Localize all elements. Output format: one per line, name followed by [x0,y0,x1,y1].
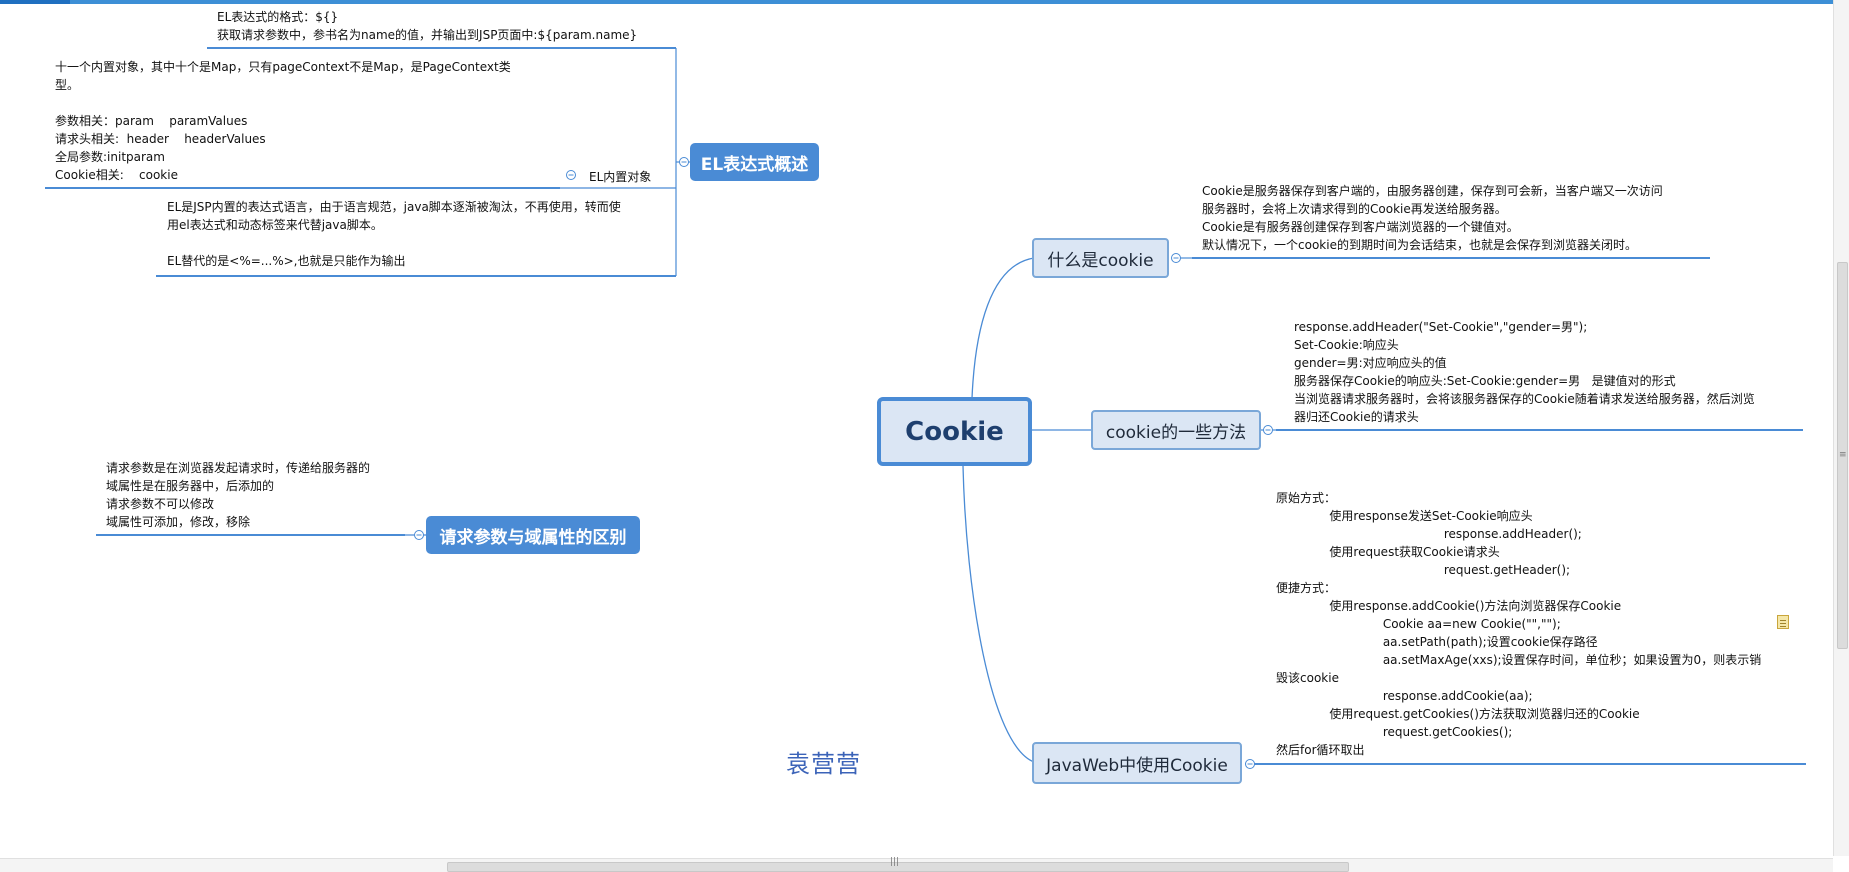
topic-javaweb-cookie[interactable]: JavaWeb中使用Cookie [1032,742,1242,784]
horizontal-scrollbar[interactable]: ||| [0,857,1833,872]
vertical-scrollbar[interactable]: ≡ [1833,0,1849,856]
el-format-note: EL表达式的格式：${} 获取请求参数中，参书名为name的值，并输出到JSP页… [217,10,638,42]
central-topic-cookie[interactable]: Cookie [877,397,1032,466]
topic-what-is-cookie-label: 什么是cookie [1047,250,1154,271]
topic-request-vs-scope[interactable]: 请求参数与域属性的区别 [426,516,640,554]
horizontal-grip-icon: ||| [890,857,900,867]
note-icon[interactable] [1777,615,1789,629]
topic-javaweb-cookie-label: JavaWeb中使用Cookie [1046,755,1228,776]
active-tab-indicator[interactable] [0,0,70,4]
cookie-methods-note: response.addHeader("Set-Cookie","gender=… [1294,320,1755,424]
topic-cookie-methods-label: cookie的一些方法 [1105,422,1247,443]
topic-request-vs-scope-label: 请求参数与域属性的区别 [439,527,627,548]
what-is-cookie-note: Cookie是服务器保存到客户端的，由服务器创建，保存到可会新，当客户端又一次访… [1202,184,1663,252]
central-topic-label: Cookie [905,416,1004,447]
author-signature: 袁营营 [786,750,861,778]
el-intro-note: EL是JSP内置的表达式语言，由于语言规范，java脚本逐渐被淘汰，不再使用，转… [167,200,621,268]
el-builtin-objects-note: 十一个内置对象，其中十个是Map，只有pageContext不是Map，是Pag… [55,60,511,182]
vertical-grip-icon: ≡ [1839,450,1847,460]
topic-cookie-methods[interactable]: cookie的一些方法 [1091,410,1261,450]
javaweb-cookie-note: 原始方式： 使用response发送Set-Cookie响应头 response… [1276,491,1762,757]
request-vs-scope-note: 请求参数是在浏览器发起请求时，传递给服务器的 域属性是在服务器中，后添加的 请求… [106,461,371,529]
el-builtin-objects-label[interactable]: EL内置对象 [589,170,652,184]
topic-el-overview-label: EL表达式概述 [700,154,809,175]
topic-el-overview[interactable]: EL表达式概述 [690,143,819,181]
topic-what-is-cookie[interactable]: 什么是cookie [1032,238,1169,278]
window-top-border [0,0,1849,4]
vertical-scroll-thumb[interactable] [1837,262,1848,649]
